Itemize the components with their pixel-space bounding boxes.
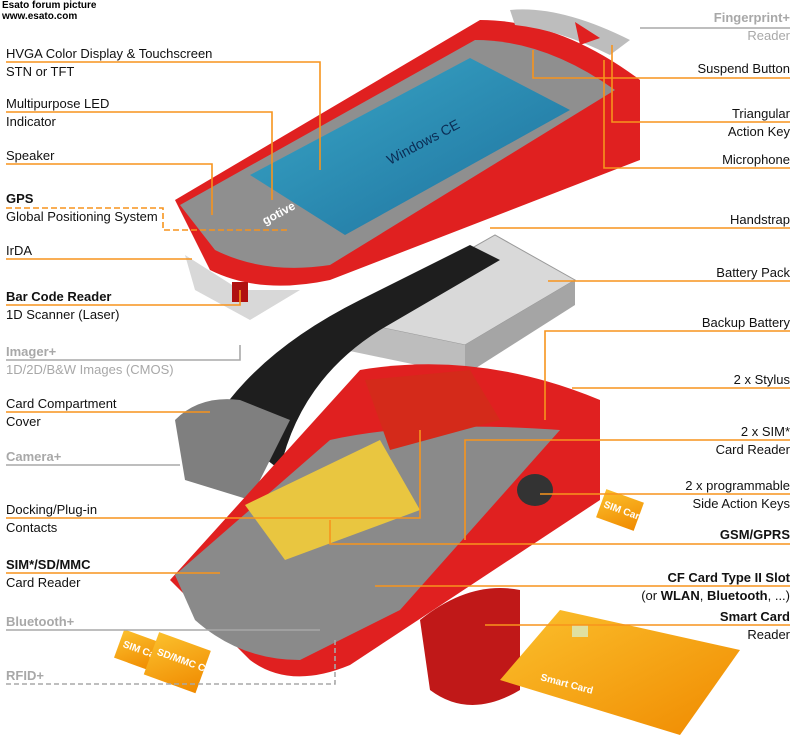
sub-text: , <box>699 588 707 603</box>
handstrap <box>215 245 500 470</box>
label-sub: Contacts <box>6 520 58 535</box>
card-compartment-cover <box>175 399 290 500</box>
label-title: Suspend Button <box>697 61 790 76</box>
label-title: Imager+ <box>6 344 57 359</box>
label-title: Microphone <box>722 152 790 167</box>
cf-slot-module <box>420 588 520 705</box>
label-title: Triangular <box>731 106 790 121</box>
label-title: 2 x SIM* <box>740 424 790 439</box>
label-fingerprint: Fingerprint+ Reader <box>714 9 790 45</box>
label-title: Camera+ <box>6 449 62 464</box>
label-sub: Action Key <box>727 124 790 139</box>
touchscreen <box>250 58 570 235</box>
label-sub: Global Positioning System <box>6 209 158 224</box>
label-title: CF Card Type II Slot <box>667 570 790 585</box>
leader-lines <box>6 45 790 626</box>
sub-wlan: WLAN <box>660 588 700 603</box>
sub-bluetooth: Bluetooth <box>706 588 768 603</box>
label-rfid: RFID+ <box>6 667 44 685</box>
top-device-unit: Windows CE gotive <box>175 9 640 320</box>
label-title: SIM*/SD/MMC <box>6 557 91 572</box>
label-title: IrDA <box>6 243 32 258</box>
label-sub: Reader <box>747 627 790 642</box>
label-camera: Camera+ <box>6 448 61 466</box>
label-title: 2 x programmable <box>685 478 790 493</box>
battery-label <box>245 440 420 560</box>
battery-pack <box>343 234 577 375</box>
label-stylus: 2 x Stylus <box>734 371 790 389</box>
label-title: Handstrap <box>730 212 790 227</box>
sim-reader-area <box>365 370 500 450</box>
label-title: RFID+ <box>6 668 44 683</box>
label-sub: 1D Scanner (Laser) <box>6 307 120 322</box>
label-title: Bar Code Reader <box>6 289 112 304</box>
label-bluetooth: Bluetooth+ <box>6 613 74 631</box>
label-sub: Indicator <box>6 114 56 129</box>
label-title: Bluetooth+ <box>6 614 75 629</box>
label-speaker: Speaker <box>6 147 54 165</box>
label-led: Multipurpose LED Indicator <box>6 95 109 131</box>
smart-card: Smart Card <box>500 610 740 735</box>
sim-card-right: SIM Card <box>596 489 646 531</box>
label-title: Fingerprint+ <box>713 10 790 25</box>
sd-card: SD/MMC Card <box>143 632 221 694</box>
label-handstrap: Handstrap <box>730 211 790 229</box>
label-sub: Card Reader <box>6 575 81 590</box>
sub-text: , ...) <box>767 588 790 603</box>
side-action-key <box>517 474 553 506</box>
label-title: Backup Battery <box>701 315 790 330</box>
label-sub: Side Action Keys <box>692 496 790 511</box>
label-gps: GPS Global Positioning System <box>6 190 158 226</box>
label-sub: (or WLAN, Bluetooth, ...) <box>641 587 790 605</box>
label-title: Smart Card <box>719 609 790 624</box>
label-sub: 1D/2D/B&W Images (CMOS) <box>6 362 174 377</box>
label-title: 2 x Stylus <box>733 372 790 387</box>
label-suspend: Suspend Button <box>697 60 790 78</box>
label-title: Docking/Plug-in <box>6 502 98 517</box>
label-title: GPS <box>6 191 34 206</box>
label-sub: Card Reader <box>715 442 790 457</box>
label-title: Speaker <box>6 148 55 163</box>
label-sub: Cover <box>6 414 41 429</box>
sub-text: (or <box>641 588 661 603</box>
label-battery-pack: Battery Pack <box>716 264 790 282</box>
label-title: GSM/GPRS <box>719 527 790 542</box>
label-title: Card Compartment <box>6 396 117 411</box>
label-imager: Imager+ 1D/2D/B&W Images (CMOS) <box>6 343 174 379</box>
label-backup-battery: Backup Battery <box>702 314 790 332</box>
label-title: HVGA Color Display & Touchscreen <box>6 46 213 61</box>
label-sub: Reader <box>747 28 790 43</box>
label-sub: STN or TFT <box>6 64 75 79</box>
label-sim-sd-mmc: SIM*/SD/MMC Card Reader <box>6 556 91 592</box>
label-sim-reader: 2 x SIM* Card Reader <box>716 423 790 459</box>
watermark-line1: Esato forum picture <box>2 0 97 11</box>
label-microphone: Microphone <box>722 151 790 169</box>
label-barcode: Bar Code Reader 1D Scanner (Laser) <box>6 288 119 324</box>
watermark-line2: www.esato.com <box>2 11 78 22</box>
label-gsm: GSM/GPRS <box>720 526 790 544</box>
label-title: Battery Pack <box>716 265 790 280</box>
optional-leader-lines <box>6 27 790 685</box>
fingerprint-reader <box>510 9 630 55</box>
label-cf-slot: CF Card Type II Slot (or WLAN, Bluetooth,… <box>641 569 790 605</box>
label-irda: IrDA <box>6 242 32 260</box>
label-title: Multipurpose LED <box>6 96 110 111</box>
